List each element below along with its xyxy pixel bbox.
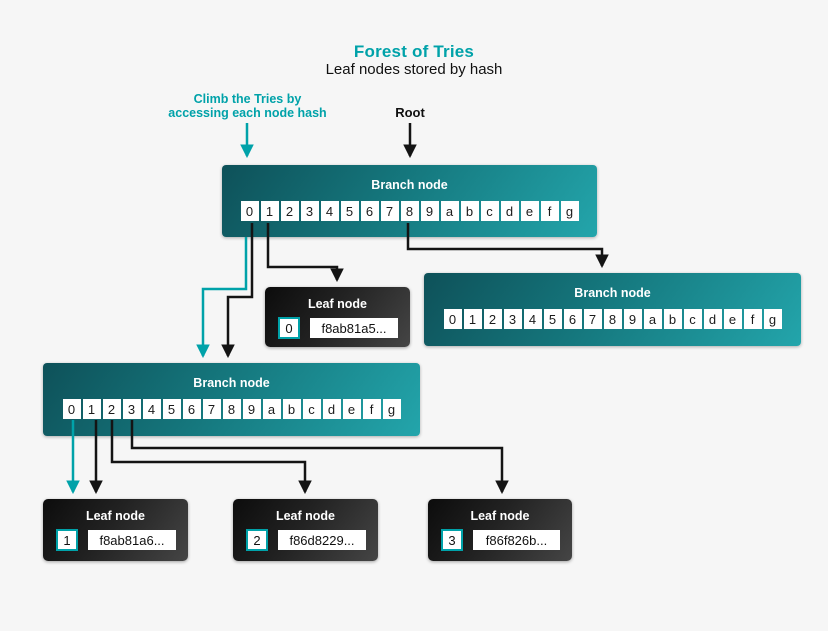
branch-cell-5: 5 bbox=[340, 201, 359, 221]
diagram-subtitle: Leaf nodes stored by hash bbox=[325, 61, 503, 78]
branch-cell-d: d bbox=[322, 399, 341, 419]
branch-cell-4: 4 bbox=[142, 399, 161, 419]
branch-cell-0: 0 bbox=[240, 201, 259, 221]
branch-cell-8: 8 bbox=[400, 201, 419, 221]
branch-cell-6: 6 bbox=[563, 309, 582, 329]
branch-cell-0: 0 bbox=[62, 399, 81, 419]
branch-cell-c: c bbox=[480, 201, 499, 221]
branch-cell-b: b bbox=[282, 399, 301, 419]
branch-cell-c: c bbox=[302, 399, 321, 419]
leaf-node-3-index: 3 bbox=[441, 529, 463, 551]
leaf-node-3: Leaf node 3 f86f826b... bbox=[428, 499, 572, 561]
branch-node-root-title: Branch node bbox=[371, 178, 448, 192]
branch-cell-2: 2 bbox=[280, 201, 299, 221]
branch-cell-g: g bbox=[560, 201, 579, 221]
branch-cell-7: 7 bbox=[202, 399, 221, 419]
branch-node-right-title: Branch node bbox=[574, 286, 651, 300]
leaf-node-2-row: 2 f86d8229... bbox=[246, 529, 366, 551]
branch-cell-e: e bbox=[723, 309, 742, 329]
branch-cell-6: 6 bbox=[360, 201, 379, 221]
branch-cell-3: 3 bbox=[122, 399, 141, 419]
branch-cell-5: 5 bbox=[162, 399, 181, 419]
branch-cell-9: 9 bbox=[420, 201, 439, 221]
branch-cell-e: e bbox=[520, 201, 539, 221]
climb-annotation-line2: accessing each node hash bbox=[168, 106, 327, 120]
climb-annotation-line1: Climb the Tries by bbox=[193, 92, 302, 106]
leaf-node-3-title: Leaf node bbox=[470, 509, 530, 523]
branch-cell-4: 4 bbox=[320, 201, 339, 221]
leaf-node-2-title: Leaf node bbox=[275, 509, 336, 523]
leaf-node-1-row: 1 f8ab81a6... bbox=[56, 529, 176, 551]
branch-cell-a: a bbox=[440, 201, 459, 221]
branch-cell-4: 4 bbox=[523, 309, 542, 329]
arrow-hash-path-to-left-branch bbox=[196, 237, 248, 359]
arrow-rootbranch-cell0-to-left-branch bbox=[221, 223, 254, 359]
branch-cell-6: 6 bbox=[182, 399, 201, 419]
leaf-node-3-row: 3 f86f826b... bbox=[441, 529, 560, 551]
branch-cell-c: c bbox=[683, 309, 702, 329]
root-annotation: Root bbox=[395, 105, 425, 120]
branch-cell-8: 8 bbox=[222, 399, 241, 419]
leaf-node-1-index: 1 bbox=[56, 529, 78, 551]
leaf-node-1-hash: f8ab81a6... bbox=[88, 530, 176, 550]
branch-cell-9: 9 bbox=[242, 399, 261, 419]
leaf-node-0-title: Leaf node bbox=[307, 297, 368, 311]
branch-cell-f: f bbox=[743, 309, 762, 329]
leaf-node-0-index: 0 bbox=[278, 317, 300, 339]
leaf-node-0-row: 0 f8ab81a5... bbox=[278, 317, 398, 339]
branch-cell-0: 0 bbox=[443, 309, 462, 329]
branch-cell-9: 9 bbox=[623, 309, 642, 329]
diagram-title: Forest of Tries bbox=[353, 42, 475, 61]
leaf-node-0: Leaf node 0 f8ab81a5... bbox=[265, 287, 410, 347]
branch-cell-2: 2 bbox=[102, 399, 121, 419]
branch-cell-g: g bbox=[763, 309, 782, 329]
leaf-node-0-hash: f8ab81a5... bbox=[310, 318, 398, 338]
branch-cell-d: d bbox=[500, 201, 519, 221]
branch-cell-e: e bbox=[342, 399, 361, 419]
branch-cell-f: f bbox=[362, 399, 381, 419]
leaf-node-2: Leaf node 2 f86d8229... bbox=[233, 499, 378, 561]
climb-annotation: Climb the Tries by accessing each node h… bbox=[130, 92, 365, 120]
branch-cell-2: 2 bbox=[483, 309, 502, 329]
branch-cell-a: a bbox=[643, 309, 662, 329]
branch-cell-1: 1 bbox=[82, 399, 101, 419]
leaf-node-2-index: 2 bbox=[246, 529, 268, 551]
branch-cell-1: 1 bbox=[463, 309, 482, 329]
leaf-node-2-hash: f86d8229... bbox=[278, 530, 366, 550]
branch-cell-g: g bbox=[382, 399, 401, 419]
branch-cell-1: 1 bbox=[260, 201, 279, 221]
branch-cell-8: 8 bbox=[603, 309, 622, 329]
leaf-node-1: Leaf node 1 f8ab81a6... bbox=[43, 499, 188, 561]
branch-cell-a: a bbox=[262, 399, 281, 419]
branch-cell-d: d bbox=[703, 309, 722, 329]
leaf-node-3-hash: f86f826b... bbox=[473, 530, 560, 550]
branch-cell-b: b bbox=[663, 309, 682, 329]
branch-cell-7: 7 bbox=[380, 201, 399, 221]
branch-cell-b: b bbox=[460, 201, 479, 221]
branch-cell-3: 3 bbox=[503, 309, 522, 329]
leaf-node-1-title: Leaf node bbox=[85, 509, 146, 523]
branch-node-left-title: Branch node bbox=[193, 376, 270, 390]
branch-cell-3: 3 bbox=[300, 201, 319, 221]
branch-cell-f: f bbox=[540, 201, 559, 221]
branch-cell-7: 7 bbox=[583, 309, 602, 329]
branch-cell-5: 5 bbox=[543, 309, 562, 329]
